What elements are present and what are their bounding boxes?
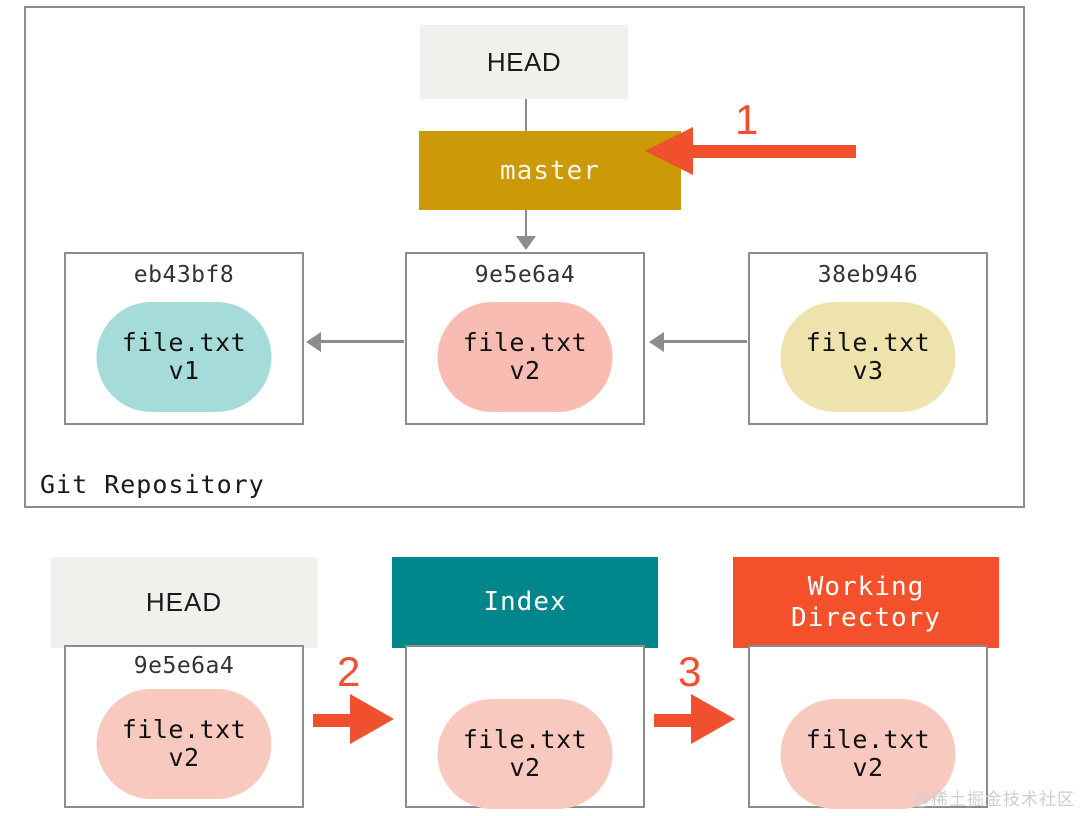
head-pointer-label: HEAD [486,46,562,77]
step3-arrow-shaft [654,714,694,727]
head-pointer-box: HEAD [420,25,628,99]
commit-file-name: file.txt [462,328,588,357]
area-title-index: Index [483,587,567,618]
commit-file-version: v3 [852,356,884,385]
area-file-version: v2 [509,753,541,782]
area-header-head: HEAD [51,557,317,648]
commit-file-name: file.txt [805,328,931,357]
area-file-blob: file.txt v2 [780,699,956,809]
step1-arrow-shaft [690,145,856,158]
area-file-name: file.txt [462,725,588,754]
area-file-name: file.txt [805,725,931,754]
area-commit-hash: 9e5e6a4 [133,653,235,679]
arrowhead-down-icon [516,236,536,250]
step2-arrow-shaft [313,714,353,727]
commit-blob-v2: file.txt v2 [437,302,613,412]
area-body-working-directory: file.txt v2 [748,645,988,809]
area-header-index: Index [392,557,658,648]
commit-hash: 9e5e6a4 [474,262,576,288]
step3-number-label: 3 [678,648,702,695]
step2-number-label: 2 [337,648,361,695]
master-branch-label: master [500,155,600,186]
area-file-version: v2 [168,743,200,772]
git-repository-label: Git Repository [40,470,265,499]
master-branch-box: master [419,131,681,210]
area-file-blob: file.txt v2 [437,699,613,809]
area-file-version: v2 [852,753,884,782]
step3-arrow-head-icon [691,694,735,744]
commit-box-38eb946: 38eb946 file.txt v3 [748,252,988,425]
area-body-index: file.txt v2 [405,645,645,809]
watermark: @稀土掘金技术社区 [912,790,1075,809]
step1-number-label: 1 [735,96,759,143]
commit-blob-v1: file.txt v1 [96,302,272,412]
commit-file-name: file.txt [121,328,247,357]
area-title-line1: Working [807,571,925,602]
step2-arrow-head-icon [350,694,394,744]
parent-link-arrow-icon [306,332,321,352]
area-title-line2: Directory [791,602,941,633]
step1-arrow-head-icon [645,127,693,175]
commit-file-version: v2 [509,356,541,385]
connector-master-to-commit [525,210,527,242]
area-file-name: file.txt [121,715,247,744]
parent-link-shaft [663,340,747,343]
area-file-blob: file.txt v2 [96,689,272,799]
commit-box-9e5e6a4: 9e5e6a4 file.txt v2 [405,252,645,425]
area-title-head: HEAD [145,587,223,618]
commit-box-eb43bf8: eb43bf8 file.txt v1 [64,252,304,425]
commit-file-version: v1 [168,356,200,385]
parent-link-arrow-icon [649,332,664,352]
commit-hash: 38eb946 [817,262,919,288]
commit-blob-v3: file.txt v3 [780,302,956,412]
connector-head-to-master [525,99,527,131]
parent-link-shaft [320,340,404,343]
area-body-head: 9e5e6a4 file.txt v2 [64,645,304,808]
commit-hash: eb43bf8 [133,262,235,288]
